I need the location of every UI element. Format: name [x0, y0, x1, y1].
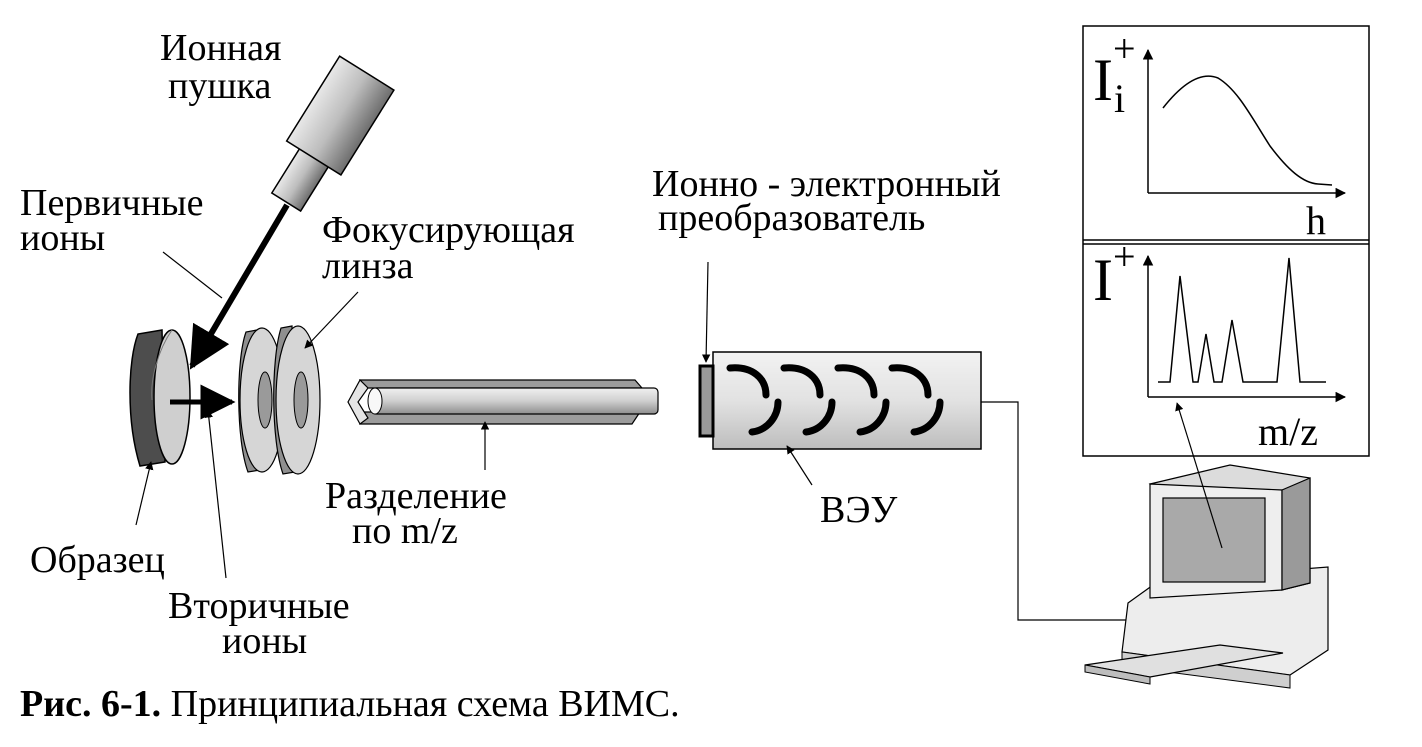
- monitor-screen: [1162, 497, 1266, 583]
- sample-leader: [135, 461, 154, 526]
- depth-profile-y-label: I: [1093, 47, 1113, 113]
- figure-caption: Рис. 6-1. Принципиальная схема ВИМС.: [20, 682, 680, 726]
- primary-ions-leader: [162, 251, 223, 299]
- focusing-lens: [238, 325, 321, 475]
- depth-profile-plot: [1142, 48, 1347, 199]
- ion-gun-label: Ионная пушка: [160, 27, 291, 107]
- veu-label: ВЭУ: [820, 489, 897, 531]
- focusing-lens-label: Фокусирующая линза: [322, 209, 584, 287]
- mass-spectrum-y-sup: +: [1113, 234, 1136, 279]
- sample: [129, 329, 191, 467]
- ion-gun: [270, 55, 395, 213]
- signal-cable: [981, 401, 1128, 621]
- mass-spectrum-y-label: I: [1093, 247, 1113, 313]
- depth-profile-x-label: h: [1306, 198, 1326, 243]
- figure-caption-text: Принципиальная схема ВИМС.: [161, 683, 680, 725]
- depth-profile-curve: [1162, 75, 1333, 186]
- separation-label: Разделение по m/z: [325, 475, 516, 552]
- converter-label: Ионно - электронный преобразователь: [652, 163, 1010, 239]
- mass-spectrum-x-label: m/z: [1258, 409, 1318, 454]
- secondary-ions-label: Вторичные ионы: [168, 585, 359, 662]
- plot-panel: [1082, 25, 1370, 457]
- display-pointer: [1175, 402, 1223, 549]
- computer: [1084, 464, 1329, 689]
- quadrupole-analyzer: [347, 379, 659, 425]
- focusing-lens-leader: [304, 291, 359, 349]
- converter-leader: [701, 261, 711, 363]
- dynodes: [726, 364, 944, 436]
- secondary-ions-leader: [204, 409, 227, 579]
- primary-ions-label: Первичные ионы: [20, 182, 213, 259]
- sample-label: Образец: [30, 539, 165, 581]
- electron-multiplier: [698, 351, 982, 450]
- depth-profile-y-sup: +: [1113, 26, 1136, 71]
- figure-number: Рис. 6-1.: [20, 683, 162, 725]
- veu-leader: [786, 445, 813, 486]
- mass-spectrum-peaks: [1158, 257, 1326, 383]
- depth-profile-y-sub: i: [1114, 76, 1125, 121]
- mass-spectrum-plot: [1142, 254, 1347, 403]
- primary-ion-beam: [189, 203, 290, 370]
